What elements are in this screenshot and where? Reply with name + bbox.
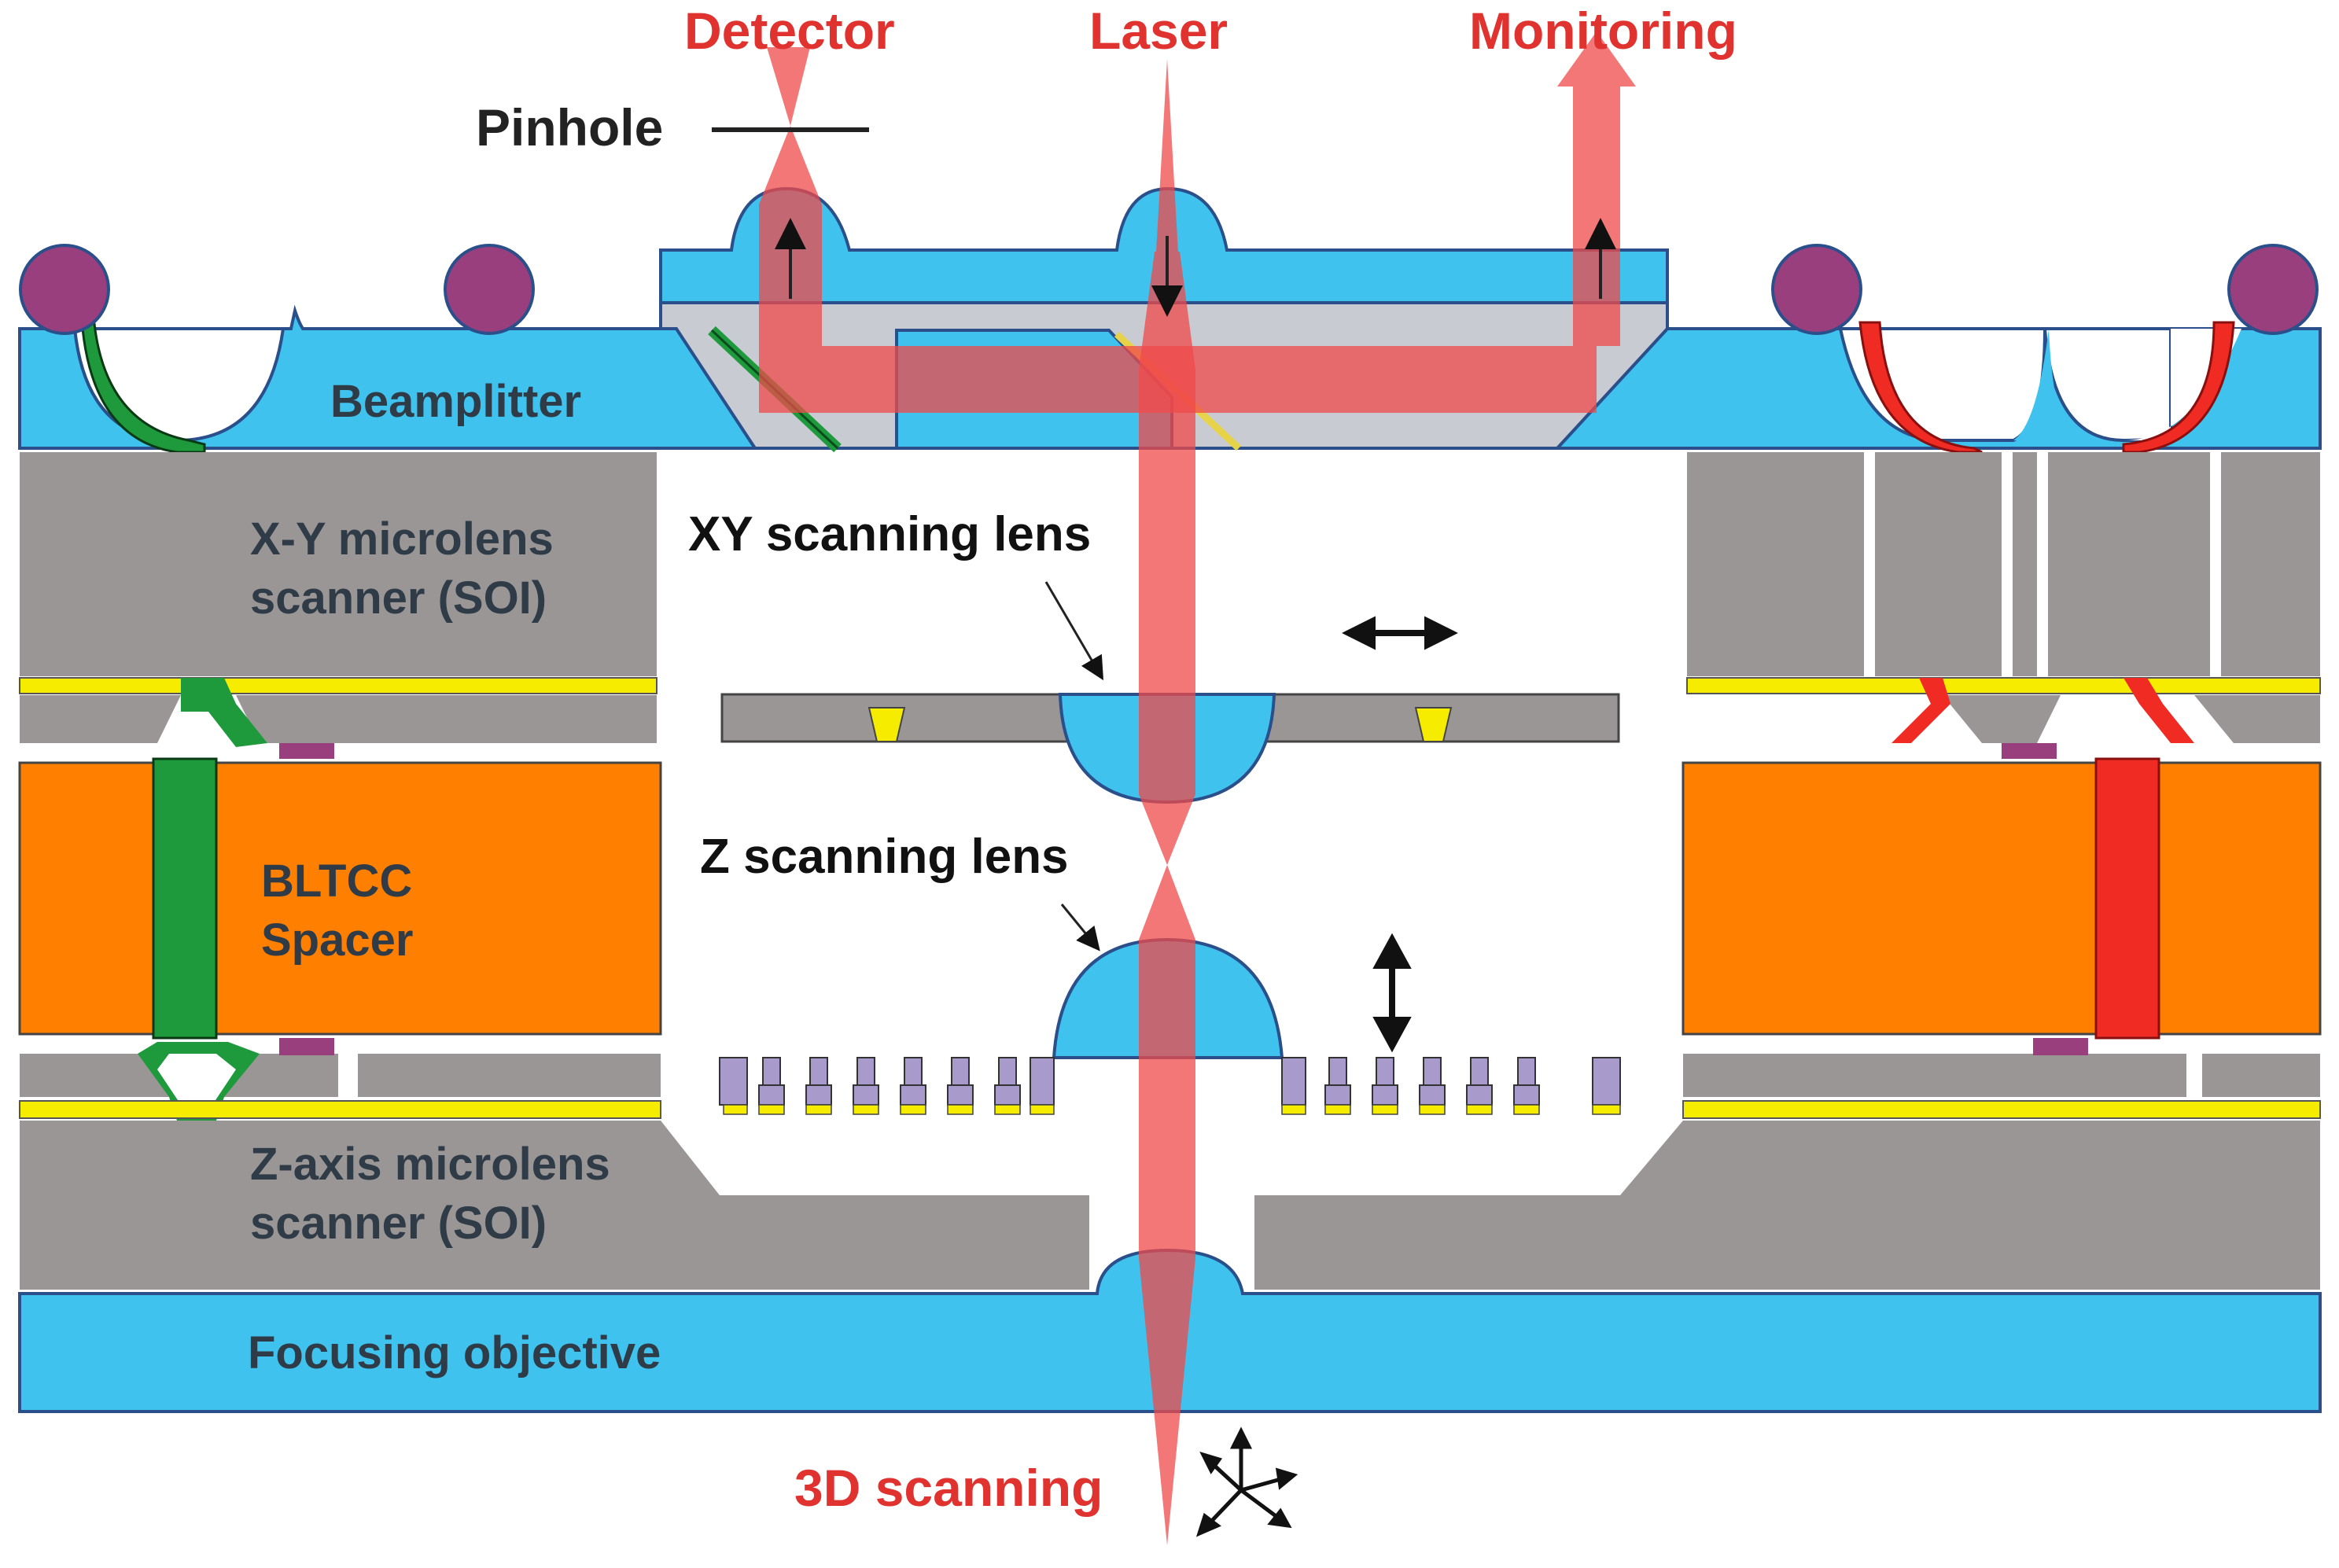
- pinhole-label: Pinhole: [476, 98, 663, 156]
- bltcc-label-line1: BLTCC: [261, 856, 412, 907]
- beam-direction-arrows: [775, 218, 1616, 317]
- double-arrow-horizontal-icon: [1342, 616, 1458, 650]
- bltcc-label-line2: Spacer: [261, 915, 413, 966]
- beamsplitter-label: Beamplitter: [330, 376, 581, 427]
- three-d-scanning-label: 3D scanning: [794, 1459, 1103, 1517]
- xy-lens-pointer: [1044, 581, 1104, 681]
- focusing-objective-label: Focusing objective: [248, 1327, 661, 1378]
- xy-scanning-lens-label: XY scanning lens: [688, 507, 1091, 561]
- bltcc-spacer-layer: [18, 757, 2322, 1040]
- laser-label: Laser: [1089, 2, 1228, 60]
- z-scanner-label-line2: scanner (SOI): [250, 1198, 547, 1249]
- z-lens-pointer: [1060, 904, 1100, 951]
- solder-balls: [19, 244, 2319, 335]
- monitoring-label: Monitoring: [1469, 2, 1737, 60]
- comb-drive-left: [719, 1057, 1055, 1106]
- multi-direction-arrow-icon: [1195, 1426, 1298, 1537]
- double-arrow-vertical-icon: [1372, 933, 1412, 1053]
- z-scanner-label-line1: Z-axis microlens: [250, 1139, 610, 1190]
- z-scanning-lens-label: Z scanning lens: [700, 830, 1069, 884]
- xy-scanner-layer: [19, 452, 2321, 759]
- xy-scanner-label-line1: X-Y microlens: [250, 513, 554, 565]
- xy-scanner-label-line2: scanner (SOI): [250, 572, 547, 624]
- z-scanner-layer: [19, 1038, 2321, 1290]
- detector-label: Detector: [684, 2, 895, 60]
- comb-drive-right: [1281, 1057, 1621, 1106]
